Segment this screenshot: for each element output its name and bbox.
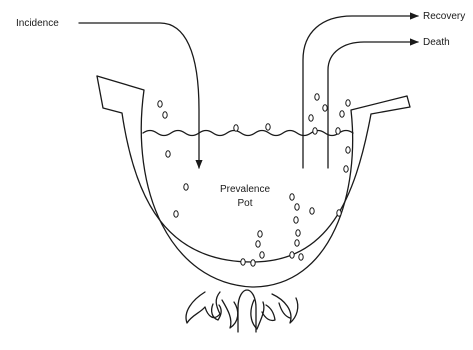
incidence-label: Incidence	[16, 18, 59, 29]
death-label: Death	[423, 37, 450, 48]
pot-label-line1: Prevalence	[220, 184, 270, 195]
bubbles	[158, 94, 350, 266]
incidence-arrow	[79, 23, 199, 168]
fire-flames	[186, 292, 298, 329]
pot-outer-wall	[97, 76, 407, 287]
liquid-surface	[143, 131, 353, 136]
log	[238, 290, 256, 332]
recovery-label: Recovery	[423, 11, 465, 22]
pot-label-line2: Pot	[237, 198, 252, 209]
recovery-arrow	[303, 16, 418, 168]
